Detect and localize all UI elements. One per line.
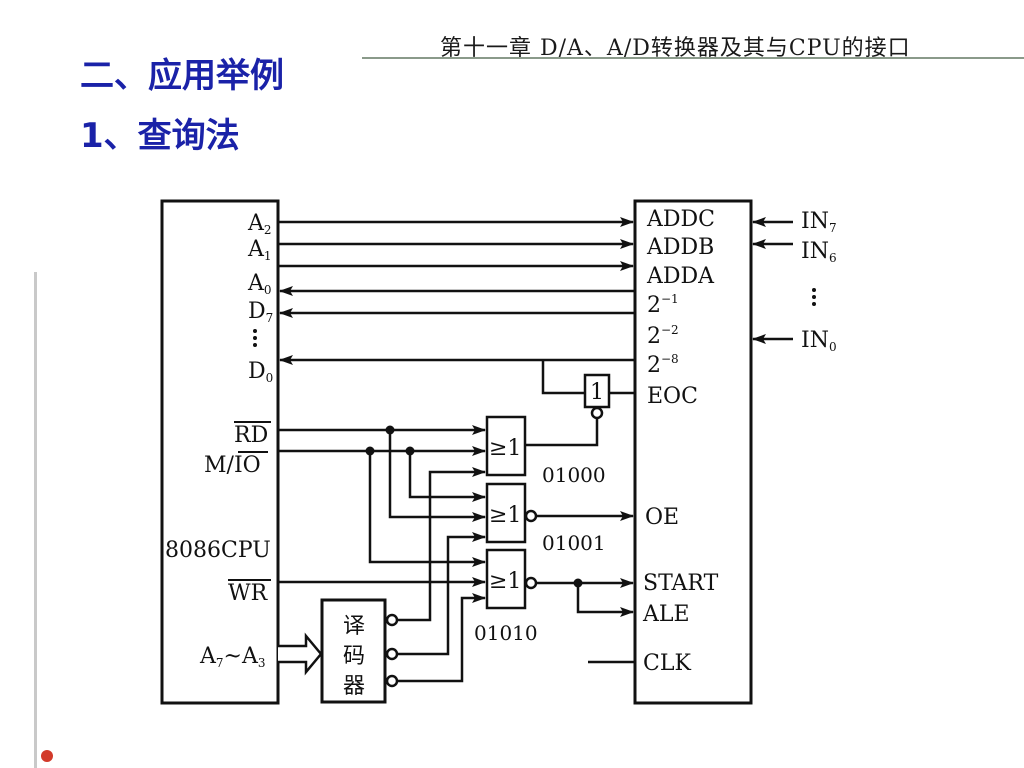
svg-text:8086CPU: 8086CPU [165, 538, 271, 563]
svg-text:2−1: 2−1 [647, 292, 679, 318]
svg-text:01010: 01010 [474, 621, 538, 645]
svg-text:01000: 01000 [542, 463, 606, 487]
svg-text:A2: A2 [247, 211, 272, 237]
svg-text:WR: WR [228, 581, 269, 606]
svg-text:1: 1 [590, 380, 604, 405]
or-gate-start-bubble [524, 576, 538, 590]
or-gate-eoc [485, 415, 527, 477]
ellipsis-dots [253, 288, 816, 347]
svg-text:A7~A3: A7~A3 [199, 644, 266, 670]
svg-text:IN0: IN0 [801, 328, 837, 354]
svg-text:≥1: ≥1 [489, 569, 521, 594]
or-gates [485, 415, 538, 610]
address-bus-arrow [278, 632, 323, 676]
decoder-labels: 译 码 器 [343, 614, 365, 699]
control-wiring [278, 217, 793, 683]
or-gate-oe [485, 482, 527, 544]
svg-text:CLK: CLK [643, 651, 691, 676]
subsection-heading: 1、查询法 [80, 116, 240, 156]
svg-text:D0: D0 [248, 359, 273, 385]
svg-text:ADDC: ADDC [646, 207, 715, 232]
svg-text:M/IO: M/IO [204, 453, 261, 478]
svg-text:译: 译 [343, 614, 365, 639]
svg-text:码: 码 [343, 644, 365, 669]
svg-text:01001: 01001 [542, 531, 606, 555]
svg-text:A1: A1 [247, 237, 272, 263]
svg-text:ALE: ALE [642, 602, 690, 627]
junction-dots [365, 425, 583, 588]
svg-text:器: 器 [343, 674, 365, 699]
svg-text:IN7: IN7 [801, 209, 837, 235]
gate-labels: 1 ≥1 ≥1 ≥1 01000 01001 01010 [474, 380, 606, 645]
decoder-block [320, 598, 387, 704]
eoc-path [525, 360, 635, 447]
input-labels: IN7 IN6 IN0 [801, 209, 837, 354]
svg-text:2−2: 2−2 [647, 323, 679, 349]
chapter-title: 第十一章 D/A、A/D转换器及其与CPU的接口 [440, 36, 911, 61]
svg-text:D7: D7 [248, 299, 273, 325]
decorative-red-dot [41, 750, 53, 762]
svg-text:RD: RD [234, 423, 268, 448]
svg-text:IN6: IN6 [801, 239, 837, 265]
chapter-underline [362, 57, 1024, 59]
address-lines [278, 217, 634, 271]
decoder-bubbles [385, 613, 399, 688]
svg-text:A0: A0 [247, 271, 272, 297]
svg-text:EOC: EOC [647, 384, 698, 409]
decorative-left-bar [34, 272, 37, 768]
adc-pin-labels: ADDC ADDB ADDA 2−1 2−2 2−8 EOC OE START … [642, 207, 719, 676]
svg-text:≥1: ≥1 [489, 436, 521, 461]
svg-text:2−8: 2−8 [647, 352, 679, 378]
data-lines [279, 286, 635, 365]
or-gate-start [485, 548, 527, 610]
or-gate-oe-bubble [524, 509, 538, 523]
svg-text:≥1: ≥1 [489, 503, 521, 528]
svg-text:START: START [643, 571, 719, 596]
section-heading: 二、应用举例 [80, 56, 284, 96]
svg-text:OE: OE [645, 505, 679, 530]
adc-block [633, 199, 753, 705]
svg-text:ADDA: ADDA [646, 264, 715, 289]
cpu-pin-labels: A2 A1 A0 D7 D0 RD M/IO 8086CPU WR A7~A3 [165, 211, 273, 670]
not-gate-bubble [590, 406, 604, 420]
svg-text:ADDB: ADDB [646, 235, 714, 260]
overbars [228, 421, 271, 581]
